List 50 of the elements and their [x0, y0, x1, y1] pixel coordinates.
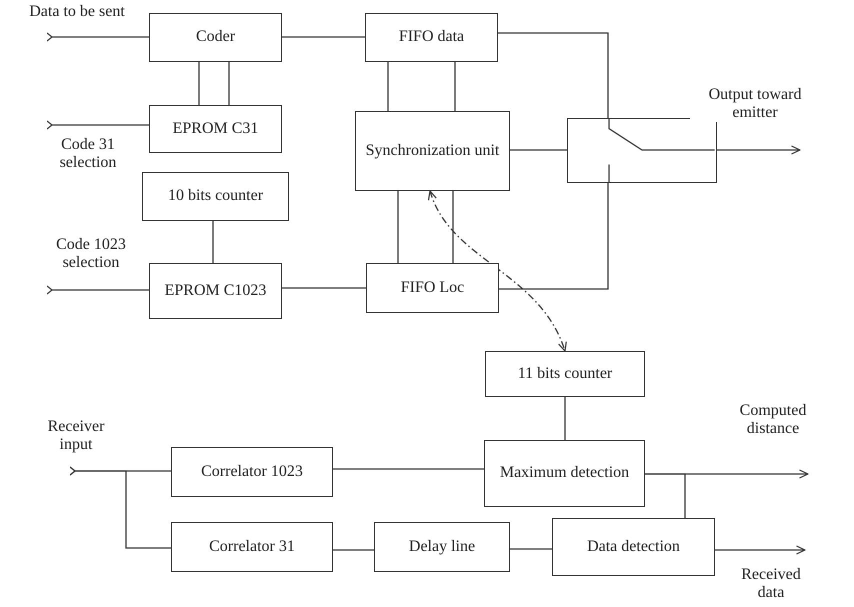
connector-line — [498, 32, 609, 118]
process-box — [552, 518, 715, 576]
connector-line — [428, 190, 566, 352]
box-label: Coder — [194, 28, 236, 47]
connector-line — [46, 32, 149, 42]
connector-line — [212, 221, 214, 263]
process-box — [171, 447, 333, 497]
connector-line — [499, 183, 609, 290]
connector-line — [387, 62, 389, 111]
process-box — [485, 351, 645, 397]
box-label: Maximum detection — [498, 464, 630, 483]
connector-line — [717, 145, 801, 155]
process-box — [365, 13, 498, 62]
box-label: 10 bits counter — [166, 187, 264, 206]
connector-line — [198, 62, 200, 105]
connector-line — [333, 549, 374, 551]
connector-line — [645, 473, 686, 518]
process-box — [149, 263, 282, 319]
box-label: Synchronization unit — [364, 142, 500, 160]
connector-line — [282, 36, 365, 38]
connector-line — [510, 149, 567, 151]
process-box — [355, 111, 510, 191]
connector-line — [397, 191, 399, 263]
process-box — [374, 522, 510, 572]
connector-line — [46, 285, 149, 295]
connector-line — [510, 548, 552, 550]
process-box — [149, 13, 282, 62]
box-label: 11 bits counter — [516, 364, 614, 384]
connector-line — [228, 62, 230, 105]
process-box — [149, 105, 282, 153]
process-box — [142, 172, 289, 221]
box-label: FIFO data — [398, 28, 466, 47]
box-label: FIFO Loc — [400, 278, 466, 298]
connector-line — [333, 468, 484, 470]
box-label: Correlator 1023 — [200, 462, 304, 482]
box-label: EPROM C31 — [172, 120, 260, 138]
connector-line — [282, 287, 366, 289]
connector-line — [46, 120, 149, 130]
box-label: Delay line — [408, 538, 476, 556]
connector-line — [69, 466, 171, 549]
connector-line — [715, 545, 806, 555]
process-box — [171, 522, 333, 572]
process-box — [484, 440, 645, 507]
connector-line — [452, 191, 454, 263]
box-label: EPROM C1023 — [164, 282, 268, 300]
process-box — [366, 263, 499, 313]
connector-line — [454, 62, 456, 111]
connector-line — [564, 397, 566, 440]
box-label: Correlator 31 — [208, 538, 296, 556]
box-label: Data detection — [586, 538, 681, 556]
